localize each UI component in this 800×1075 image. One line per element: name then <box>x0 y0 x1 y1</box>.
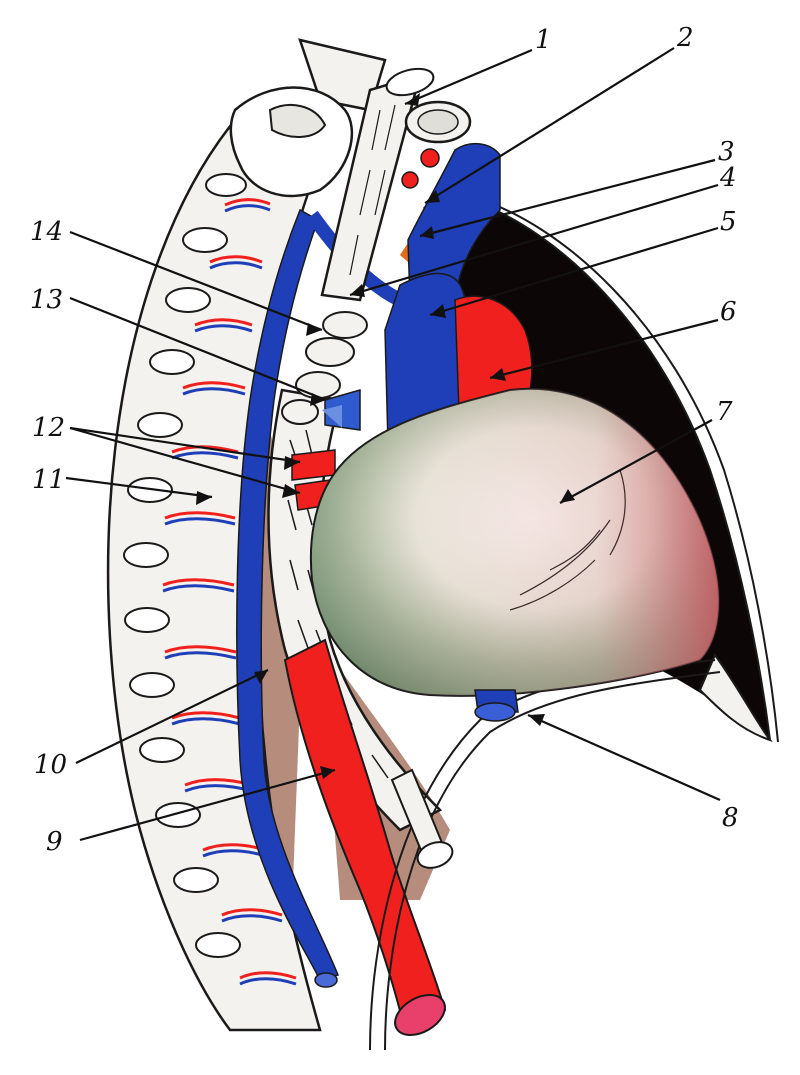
label-7: 7 <box>716 397 733 427</box>
vertebral-column <box>106 38 387 1032</box>
label-10: 10 <box>34 750 67 780</box>
trachea <box>281 67 472 425</box>
diaphragm <box>369 659 721 1051</box>
inferior-vena-cava <box>474 689 519 722</box>
callout-labels: 1 2 3 4 5 6 7 8 9 10 11 12 13 14 <box>30 23 739 857</box>
label-6: 6 <box>720 297 737 327</box>
arrowheads <box>196 93 575 779</box>
label-13: 13 <box>30 285 63 315</box>
heart <box>309 387 720 697</box>
leader-lines <box>65 47 721 842</box>
label-12: 12 <box>32 413 65 443</box>
label-14: 14 <box>30 217 63 247</box>
label-3: 3 <box>718 137 735 167</box>
descending-aorta <box>283 638 447 1036</box>
label-4: 4 <box>719 163 737 193</box>
label-11: 11 <box>32 465 65 495</box>
label-8: 8 <box>722 803 739 833</box>
label-9: 9 <box>46 827 63 857</box>
label-1: 1 <box>535 25 552 55</box>
label-2: 2 <box>676 23 694 53</box>
label-5: 5 <box>720 207 737 237</box>
